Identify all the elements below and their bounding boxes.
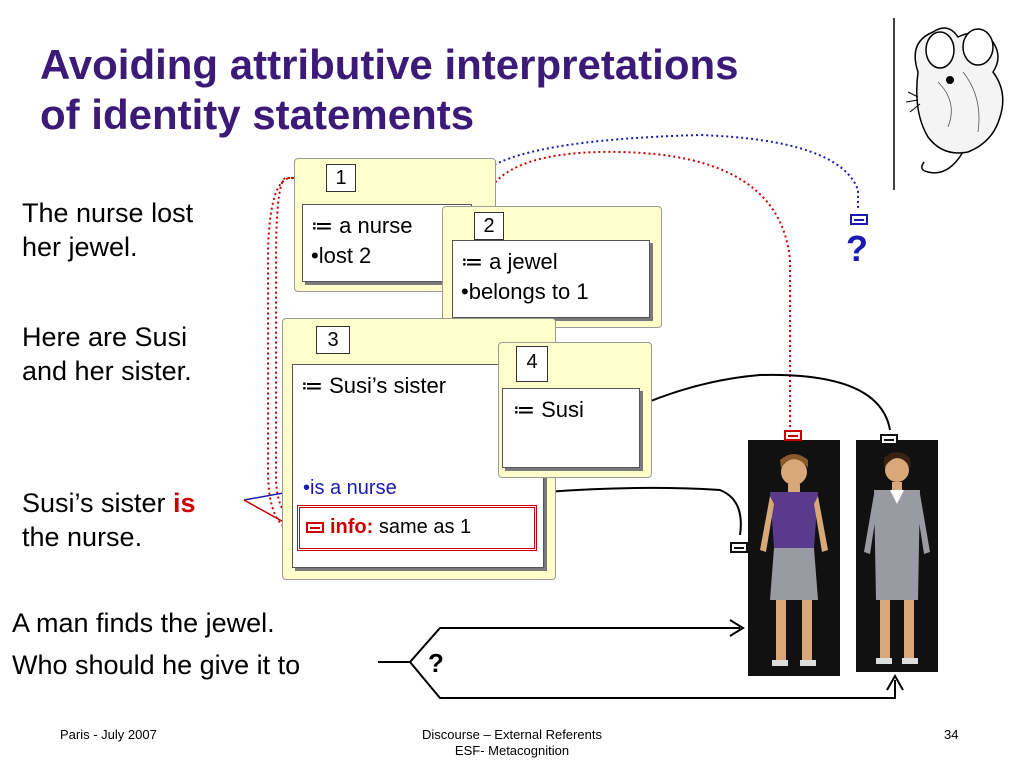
statement-man-finds-jewel: A man finds the jewel. [12, 606, 275, 640]
box-3-bullet: •is a nurse [303, 473, 397, 503]
statement-who-to-give: Who should he give it to [12, 648, 300, 682]
box-1-tab: 1 [326, 164, 356, 192]
document-icon-black-1 [880, 434, 898, 445]
box-2-tab: 2 [474, 212, 504, 240]
box-3-tab: 3 [316, 326, 350, 354]
info-label: info: [330, 516, 373, 538]
box-4-tab: 4 [516, 346, 548, 382]
document-icon-red [784, 430, 802, 441]
page-number: 34 [944, 727, 958, 742]
question-mark-blue: ? [846, 228, 868, 270]
info-text: same as 1 [373, 516, 471, 538]
question-mark-black: ? [428, 648, 444, 679]
footer-left: Paris - July 2007 [60, 727, 157, 742]
woman-figure-1 [748, 440, 840, 676]
document-icon [306, 522, 324, 533]
woman-figure-2 [856, 440, 938, 672]
document-icon-blue [850, 214, 868, 225]
box-2-content: ≔ a jewel •belongs to 1 [452, 240, 650, 318]
statement-nurse-lost-jewel: The nurse lost her jewel. [22, 196, 193, 264]
is-keyword: is [173, 488, 196, 518]
footer-center: Discourse – External Referents ESF- Meta… [362, 727, 662, 759]
info-box: info: same as 1 [297, 505, 537, 551]
box-4-content: ≔ Susi [502, 388, 640, 468]
statement-susi-and-sister: Here are Susi and her sister. [22, 320, 192, 388]
statement-identity: Susi’s sister is the nurse. [22, 486, 196, 554]
document-icon-black-2 [730, 542, 748, 553]
